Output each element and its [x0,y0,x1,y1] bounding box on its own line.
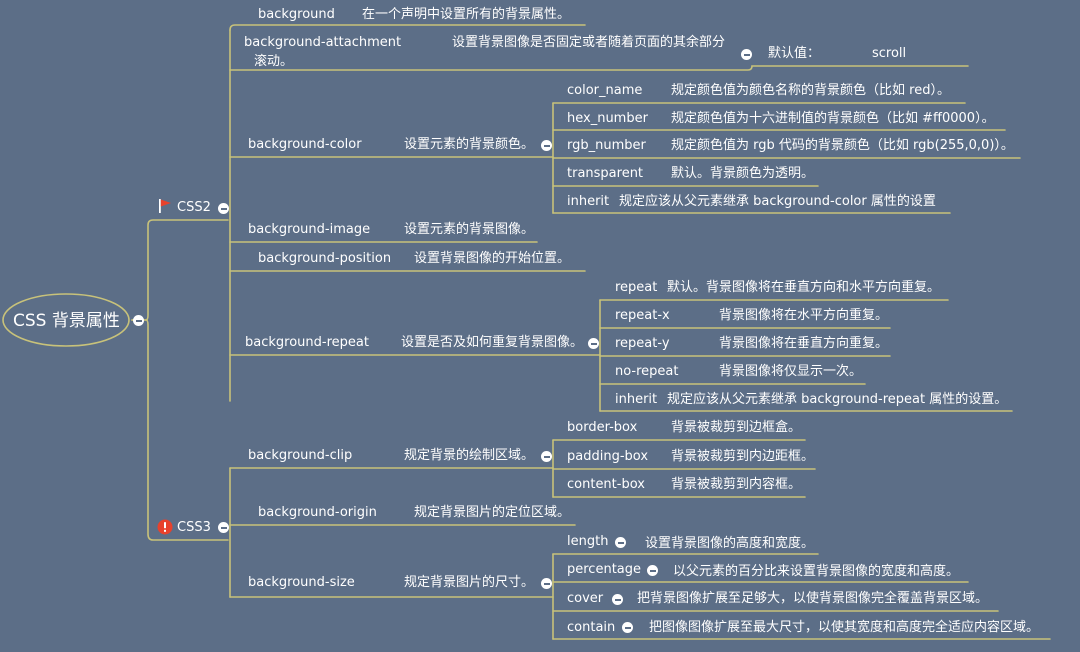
value-name: cover [567,591,604,606]
collapse-icon[interactable] [541,578,552,589]
property-desc: 设置背景图像是否固定或者随着页面的其余部分 [452,35,726,50]
value-desc: 背景图像将仅显示一次。 [719,364,863,379]
value-name: repeat-y [615,336,670,351]
collapse-icon[interactable] [612,594,623,605]
property-name: background [258,7,335,22]
value-desc: 把背景图像扩展至足够大，以使背景图像完全覆盖背景区域。 [637,591,989,606]
edge-root-css3 [131,319,229,541]
value-name: transparent [567,166,644,181]
property-name: background-clip [248,448,353,463]
property-name: background-size [248,575,355,590]
branch-label-css2: CSS2 [177,200,211,215]
collapse-icon[interactable] [541,140,552,151]
property-desc: 规定背景的绘制区域。 [404,448,535,463]
value-desc: 规定应该从父元素继承 background-color 属性的设置 [619,194,936,209]
value-desc: 设置背景图像的高度和宽度。 [645,536,815,551]
value-desc: 背景图像将在水平方向重复。 [719,308,889,323]
property-name: background-image [248,222,371,237]
value-desc: 默认。背景图像将在垂直方向和水平方向重复。 [667,280,941,295]
edge-root-css2 [131,219,229,321]
value-desc: 以父元素的百分比来设置背景图像的宽度和高度。 [673,564,960,579]
collapse-icon[interactable] [541,451,552,462]
value-name: hex_number [567,111,648,126]
property-name: background-origin [258,505,377,520]
value-name: inherit [615,392,658,407]
value-desc: 默认。背景颜色为透明。 [671,166,815,181]
root-node-label: CSS 背景属性 [13,311,120,331]
value-name: content-box [567,477,645,492]
value-name: rgb_number [567,138,646,153]
collapse-icon[interactable] [615,537,626,548]
value-desc: 背景被裁剪到内边距框。 [671,449,815,464]
root-node-outline [2,293,130,347]
value-desc: 背景图像将在垂直方向重复。 [719,336,889,351]
property-name: background-repeat [245,335,369,350]
property-name: background-attachment [244,35,402,50]
exclamation-icon [157,519,173,535]
value-name: length [567,534,609,549]
property-name: background-position [258,251,392,266]
property-desc: 设置元素的背景颜色。 [404,137,535,152]
value-name: contain [567,620,616,635]
edge-background [229,24,586,31]
value-name: padding-box [567,449,649,464]
collapse-icon[interactable] [741,49,752,60]
value-name: inherit [567,194,610,209]
value-name: color_name [567,83,643,98]
collapse-icon[interactable] [218,203,229,214]
collapse-icon[interactable] [133,315,144,326]
property-desc: 设置是否及如何重复背景图像。 [401,335,584,350]
flag-icon [159,199,171,213]
property-desc: 设置元素的背景图像。 [404,222,535,237]
value-name: repeat-x [615,308,670,323]
edge-attachment [229,65,969,71]
value-desc: 背景被裁剪到边框盒。 [671,420,802,435]
value-desc: 背景被裁剪到内容框。 [671,477,802,492]
property-desc: 在一个声明中设置所有的背景属性。 [362,7,571,22]
property-desc: 规定背景图片的尺寸。 [404,575,535,590]
default-value: scroll [872,46,907,61]
value-desc: 把图像图像扩展至最大尺寸，以使其宽度和高度完全适应内容区域。 [649,620,1040,635]
property-desc: 规定背景图片的定位区域。 [414,505,571,520]
value-name: percentage [567,562,642,577]
value-desc: 规定颜色值为 rgb 代码的背景颜色（比如 rgb(255,0,0)）。 [671,138,1014,153]
value-name: no-repeat [615,364,679,379]
property-name: background-color [248,137,362,152]
collapse-icon[interactable] [588,338,599,349]
value-desc: 规定颜色值为十六进制值的背景颜色（比如 #ff0000）。 [671,111,995,126]
branch-label-css3: CSS3 [177,520,211,535]
value-desc: 规定应该从父元素继承 background-repeat 属性的设置。 [667,392,1008,407]
collapse-icon[interactable] [647,565,658,576]
collapse-icon[interactable] [622,622,633,633]
property-desc-continued: 滚动。 [254,54,294,69]
default-value-label: 默认值： [768,46,821,61]
value-name: border-box [567,420,638,435]
value-name: repeat [615,280,658,295]
collapse-icon[interactable] [218,522,229,533]
property-desc: 设置背景图像的开始位置。 [414,251,571,266]
value-desc: 规定颜色值为颜色名称的背景颜色（比如 red）。 [671,83,950,98]
